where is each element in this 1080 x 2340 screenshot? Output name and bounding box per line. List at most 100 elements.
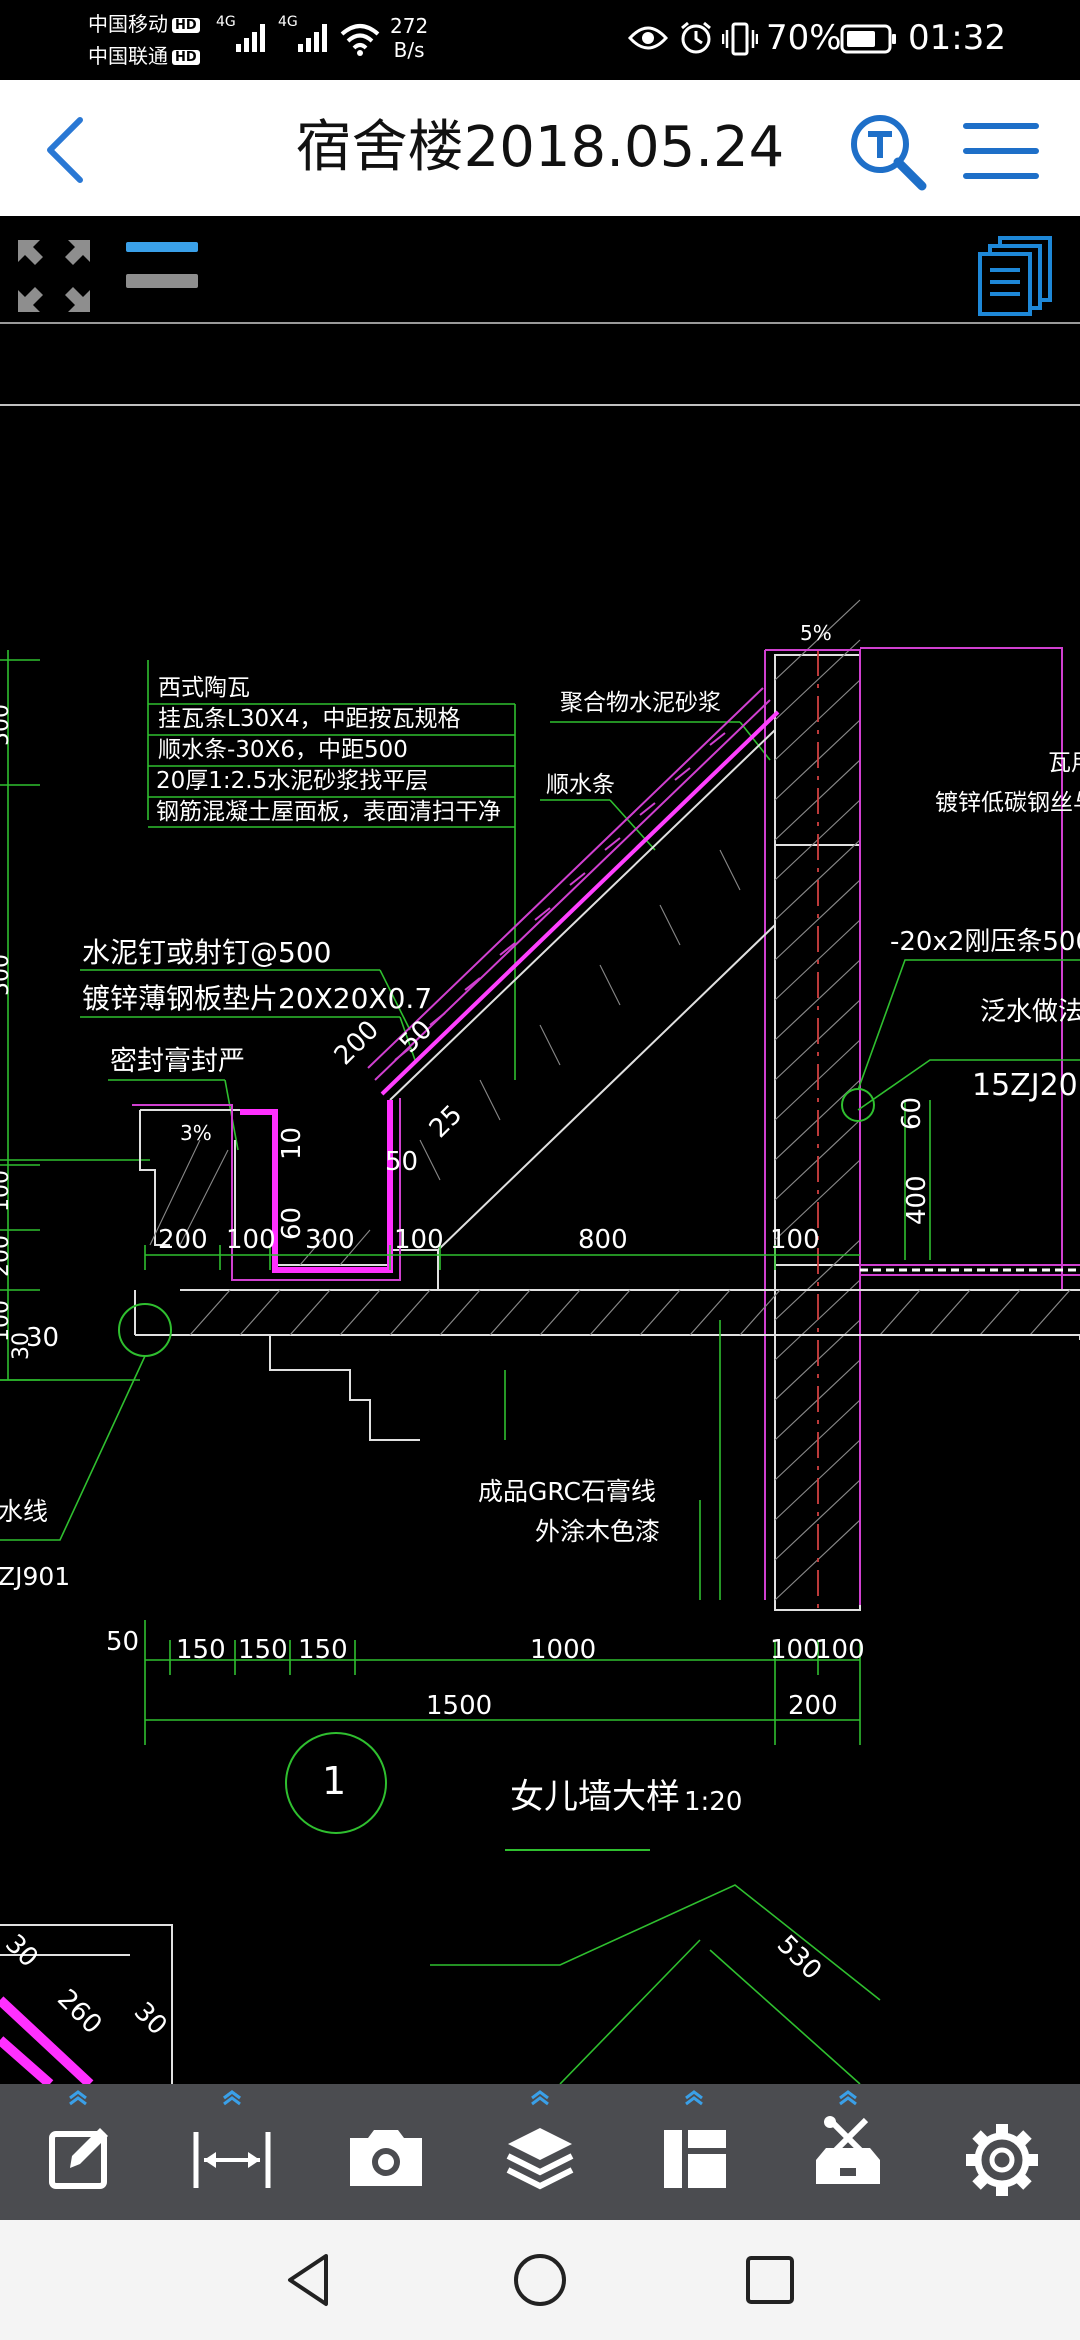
dim-60b: 60	[897, 1097, 927, 1130]
label-nail: 水泥钉或射钉@500	[82, 936, 331, 969]
dim-30: 30	[26, 1323, 59, 1353]
dim-left-200: 200	[0, 1235, 14, 1277]
dim-50c: 50	[385, 1147, 418, 1177]
dim-25: 25	[424, 1099, 469, 1144]
label-flashing: 泛水做法	[980, 997, 1080, 1027]
dim-left-100: 100	[0, 1170, 14, 1212]
nav-back-icon[interactable]	[280, 2250, 340, 2310]
page-title: 宿舍楼2018.05.24	[295, 115, 785, 180]
battery-icon	[840, 24, 896, 54]
label-polymer-mortar: 聚合物水泥砂浆	[560, 690, 721, 716]
edit-icon	[49, 2090, 108, 2189]
edit-tool[interactable]	[0, 2084, 154, 2220]
wifi-icon	[340, 24, 380, 56]
bottom-toolbar	[0, 2084, 1080, 2220]
dim-50a: 50	[106, 1627, 139, 1657]
label-slope-small: 3%	[180, 1121, 212, 1145]
text-search-icon[interactable]	[846, 110, 930, 194]
nav-recents-icon[interactable]	[740, 2250, 800, 2310]
camera-tool[interactable]	[308, 2084, 462, 2220]
alarm-icon	[681, 21, 711, 54]
dim-150a: 150	[176, 1635, 226, 1665]
label-press-strip: -20x2刚压条500	[890, 927, 1080, 957]
eye-icon	[628, 26, 668, 50]
dim-100b: 100	[394, 1225, 444, 1255]
dim-100e: 100	[815, 1635, 865, 1665]
settings-tool[interactable]	[924, 2084, 1078, 2220]
status-right: 70% 01:32	[626, 18, 1056, 62]
dim-100d: 100	[770, 1635, 820, 1665]
label-mortar-layer: 20厚1:2.5水泥砂浆找平层	[156, 768, 428, 794]
detail-number: 1	[322, 1759, 346, 1803]
dim-100a: 100	[226, 1225, 276, 1255]
cad-drawing: 500 500 100 200 100 30	[0, 404, 1080, 2084]
layouts-icon[interactable]	[976, 234, 1056, 318]
dim-150c: 150	[298, 1635, 348, 1665]
toolbox-tool[interactable]	[770, 2084, 924, 2220]
settings-icon	[966, 2124, 1038, 2196]
dim-left-500b: 500	[0, 954, 14, 996]
measure-tool[interactable]	[154, 2084, 308, 2220]
label-counter-batten-short: 顺水条	[546, 772, 615, 798]
dim-left-100b: 100	[0, 1300, 14, 1342]
dim-1000: 1000	[530, 1635, 596, 1665]
view-toggle-icon[interactable]	[124, 238, 200, 298]
dim-1500: 1500	[426, 1691, 492, 1721]
layout-tool[interactable]	[616, 2084, 770, 2220]
label-grc: 成品GRC石膏线	[478, 1477, 656, 1506]
dim-530: 530	[771, 1930, 827, 1986]
label-slab: 钢筋混凝土屋面板，表面清扫干净	[156, 799, 501, 825]
dim-200b: 200	[788, 1691, 838, 1721]
detail-title: 女儿墙大样	[510, 1777, 680, 1817]
dim-300: 300	[305, 1225, 355, 1255]
label-tile: 西式陶瓦	[158, 675, 250, 701]
dim-150b: 150	[238, 1635, 288, 1665]
label-water-line: 水线	[0, 1497, 48, 1526]
label-washer: 镀锌薄钢板垫片20X20X0.7	[82, 982, 432, 1015]
dim-10: 10	[277, 1127, 307, 1160]
dim-100c: 100	[770, 1225, 820, 1255]
net-speed: 272 B/s	[390, 14, 429, 62]
clock: 01:32	[908, 18, 1006, 58]
detail-scale: 1:20	[684, 1787, 742, 1817]
title-bar: 宿舍楼2018.05.24	[0, 80, 1080, 216]
layout-icon	[664, 2090, 726, 2188]
label-tile-right: 瓦用	[1048, 750, 1080, 776]
label-paint: 外涂木色漆	[535, 1517, 660, 1546]
label-wire-right: 镀锌低碳钢丝与	[935, 790, 1080, 816]
camera-icon	[350, 2130, 422, 2186]
system-nav-bar	[0, 2220, 1080, 2340]
back-icon[interactable]	[30, 110, 110, 190]
layers-icon	[506, 2090, 574, 2190]
toolbox-icon	[816, 2090, 880, 2184]
label-counter-batten: 顺水条-30X6，中距500	[158, 737, 408, 763]
dim-left-30: 30	[9, 1332, 34, 1360]
dim-260: 260	[51, 1984, 107, 2040]
menu-icon[interactable]	[960, 116, 1042, 186]
fullscreen-icon[interactable]	[16, 238, 92, 314]
label-slope-pct: 5%	[800, 621, 832, 645]
label-zj901: ZJ901	[0, 1562, 70, 1591]
cad-drawing-canvas[interactable]: 500 500 100 200 100 30	[0, 324, 1080, 2084]
label-batten: 挂瓦条L30X4，中距按瓦规格	[158, 706, 460, 732]
dim-50b: 50	[394, 1014, 439, 1059]
dim-200a: 200	[158, 1225, 208, 1255]
dim-30c: 30	[128, 1997, 173, 2042]
dim-800: 800	[578, 1225, 628, 1255]
dim-left-500a: 500	[0, 704, 14, 746]
measure-icon	[193, 2090, 271, 2188]
nav-home-icon[interactable]	[510, 2250, 570, 2310]
dim-60: 60	[277, 1207, 307, 1240]
dim-400: 400	[902, 1175, 932, 1225]
battery-percent: 70%	[766, 18, 842, 58]
label-sealant: 密封膏封严	[110, 1046, 245, 1077]
layers-tool[interactable]	[462, 2084, 616, 2220]
dim-30b: 30	[0, 1929, 44, 1974]
dim-200c: 200	[329, 1015, 385, 1071]
vibrate-icon	[722, 22, 758, 56]
label-zj-ref: 15ZJ20	[972, 1068, 1078, 1103]
drawing-toolbar	[0, 216, 1080, 324]
